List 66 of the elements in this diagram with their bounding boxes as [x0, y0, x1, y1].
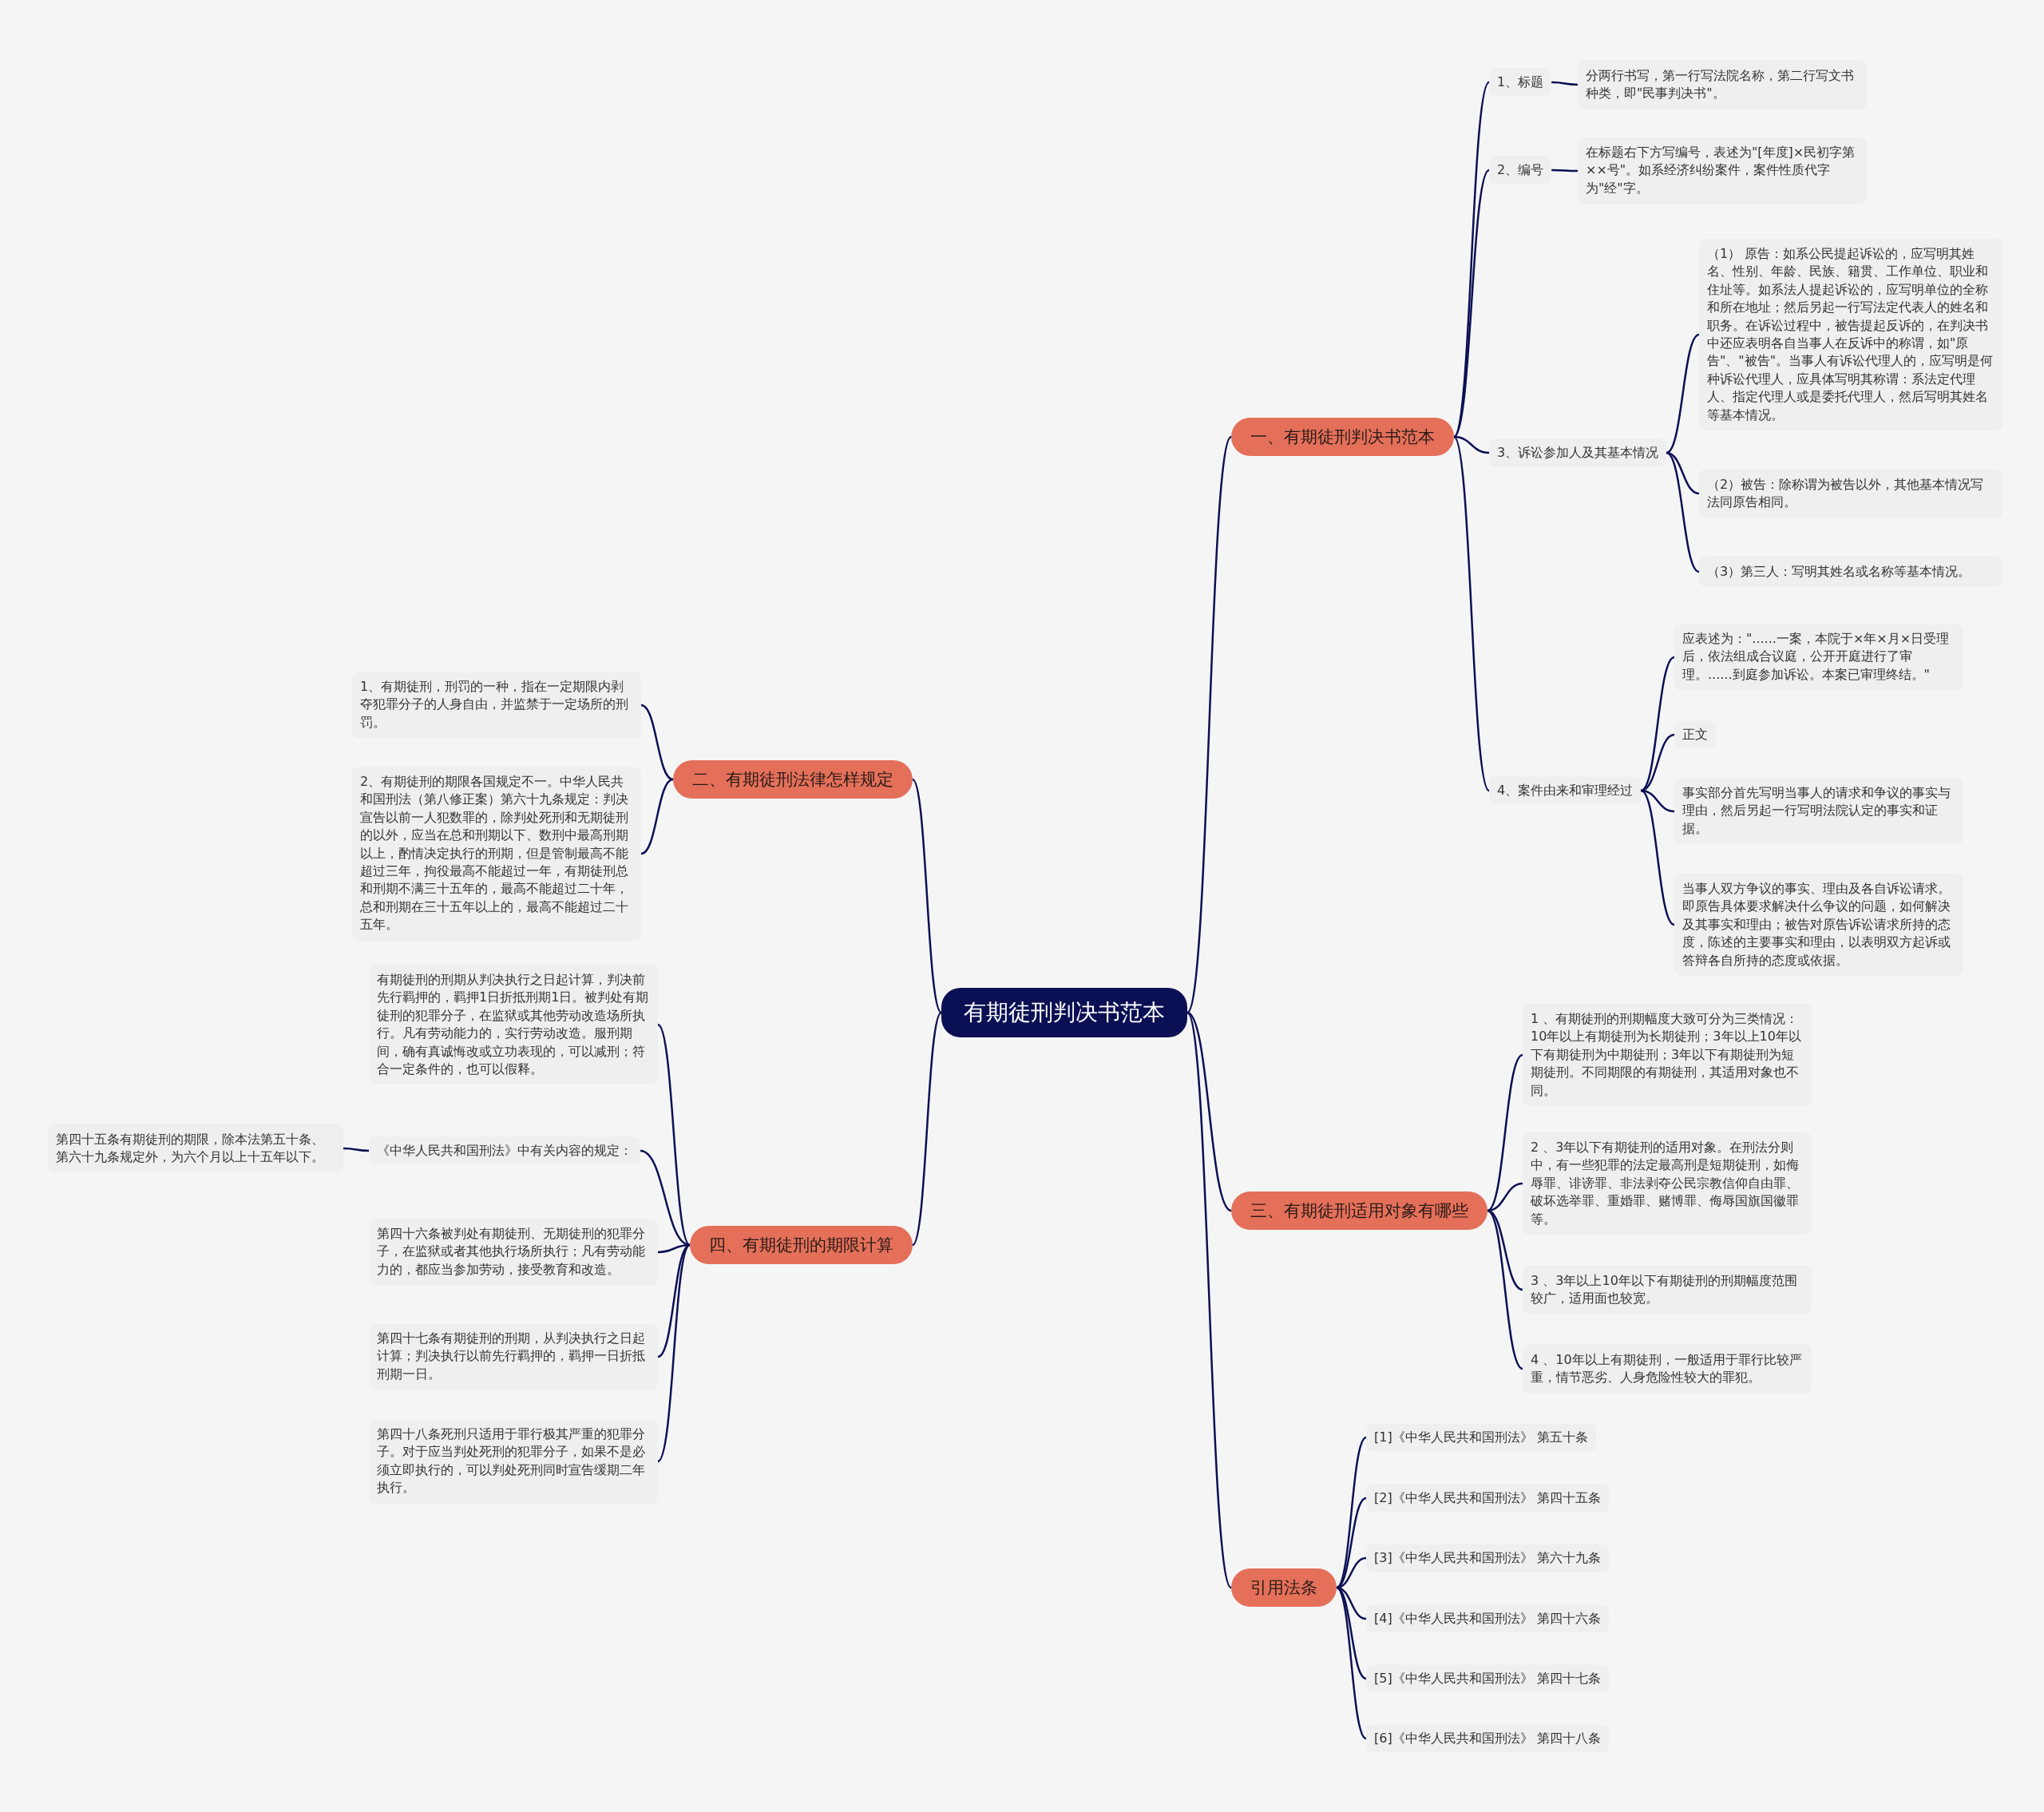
connector-line	[1186, 436, 1233, 1013]
branch-topic: 四、有期徒刑的期限计算	[690, 1226, 913, 1264]
note-text: 分两行书写，第一行写法院名称，第二行写文书种类，即"民事判决书"。	[1578, 60, 1867, 109]
connector-line	[1186, 1012, 1232, 1211]
connector-line	[1336, 1497, 1367, 1589]
connector-line	[1453, 435, 1490, 454]
note-text: 在标题右下方写编号，表述为"[年度]×民初字第××号"。如系经济纠纷案件，案件性质代字为"经"字。	[1578, 137, 1867, 204]
subtopic-label: 1、标题	[1489, 68, 1552, 97]
connector-line	[1336, 1556, 1367, 1589]
connector-line	[1452, 81, 1491, 438]
connector-line	[912, 1012, 942, 1246]
branch-topic: 二、有期徒刑法律怎样规定	[673, 760, 913, 799]
connector-line	[1336, 1587, 1367, 1739]
note-text: （3）第三人：写明其姓名或名称等基本情况。	[1699, 556, 2002, 588]
connector-line	[1452, 436, 1491, 791]
subtopic-label: 正文	[1674, 720, 1716, 749]
note-text: 4 、10年以上有期徒刑，一般适用于罪行比较严重，情节恶劣、人身危险性较大的罪犯。	[1523, 1344, 1812, 1394]
note-text: 第四十六条被判处有期徒刑、无期徒刑的犯罪分子，在监狱或者其他执行场所执行；凡有劳动能力的，都应当参加劳动，接受教育和改造。	[369, 1219, 658, 1286]
connector-line	[1336, 1437, 1367, 1588]
branch-topic: 三、有期徒刑适用对象有哪些	[1231, 1191, 1487, 1230]
connector-line	[1186, 1012, 1233, 1588]
note-text: 1、有期徒刑，刑罚的一种，指在一定期限内剥夺犯罪分子的人身自由，并监禁于一定场所的刑罚。	[352, 672, 641, 739]
subtopic-label: [2]《中华人民共和国刑法》 第四十五条	[1366, 1484, 1609, 1513]
subtopic-label: 《中华人民共和国刑法》中有关内容的规定：	[369, 1136, 640, 1165]
connector-line	[912, 779, 942, 1013]
connector-line	[1487, 1209, 1523, 1291]
branch-topic: 一、有期徒刑判决书范本	[1231, 418, 1454, 456]
subtopic-label: [6]《中华人民共和国刑法》 第四十八条	[1366, 1724, 1609, 1753]
note-text: 有期徒刑的刑期从判决执行之日起计算，判决前先行羁押的，羁押1日折抵刑期1日。被判处有期徒刑的犯罪分子，在监狱或其他劳动改造场所执行。凡有劳动能力的，实行劳动改造。服刑期间，确有真诚悔改或立功表现的，可以减刑；符合一定条件的，也可以假释。	[369, 964, 658, 1085]
note-text: 2、有期徒刑的期限各国规定不一。中华人民共和国刑法（第八修正案）第六十九条规定：判决宣告以前一人犯数罪的，除判处死刑和无期徒刑的以外，应当在总和刑期以下、数刑中最高刑期以上，酌情决定执行的刑期，但是管制最高不能超过三年，拘役最高不能超过一年，有期徒刑总和刑期不满三十五年的，最高不能超过二十年，总和刑期在三十五年以上的，最高不能超过二十五年。	[352, 767, 641, 941]
connector-line	[1336, 1586, 1367, 1680]
connector-line	[640, 778, 674, 855]
connector-line	[343, 1147, 370, 1152]
note-text: 第四十八条死刑只适用于罪行极其严重的犯罪分子。对于应当判处死刑的犯罪分子，如果不是必须立即执行的，可以判处死刑同时宣告缓期二年执行。	[369, 1419, 658, 1504]
note-text: 2 、3年以下有期徒刑的适用对象。在刑法分则中，有一些犯罪的法定最高刑是短期徒刑，如侮辱罪、诽谤罪、非法剥夺公民宗教信仰自由罪、破坏选举罪、重婚罪、赌博罪、侮辱国旗国徽罪等。	[1523, 1132, 1812, 1235]
connector-line	[657, 1244, 691, 1462]
note-text: 第四十七条有期徒刑的刑期，从判决执行之日起计算；判决执行以前先行羁押的，羁押一日折抵刑期一日。	[369, 1323, 658, 1390]
connector-line	[657, 1024, 691, 1246]
connector-line	[640, 704, 674, 781]
subtopic-label: [1]《中华人民共和国刑法》 第五十条	[1366, 1423, 1596, 1452]
note-text: 事实部分首先写明当事人的请求和争议的事实与理由，然后另起一行写明法院认定的事实和证据。	[1674, 778, 1963, 845]
central-topic: 有期徒刑判决书范本	[941, 988, 1187, 1037]
connector-line	[1551, 81, 1578, 86]
note-text: （1） 原告：如系公民提起诉讼的，应写明其姓名、性别、年龄、民族、籍贯、工作单位、职业和住址等。如系法人提起诉讼的，应写明单位的全称和所在地址；然后另起一行写法定代表人的姓名和职务。在诉讼过程中，被告提起反诉的，在判决书中还应表明各自当事人在反诉中的称谓，如"原告"、"被告"。当事人有诉讼代理人的，应写明是何种诉讼代理人，应具体写明其称谓：系法定代理人、指定代理人或是委托代理人，然后写明其姓名等基本情况。	[1699, 239, 2002, 430]
connector-line	[1551, 169, 1578, 172]
note-text: 应表述为："......一案，本院于×年×月×日受理后，依法组成合议庭，公开开庭进行了审理。......到庭参加诉讼。本案已审理终结。"	[1674, 624, 1963, 691]
note-text: 3 、3年以上10年以下有期徒刑的刑期幅度范围较广，适用面也较宽。	[1523, 1265, 1812, 1314]
connector-line	[1487, 1210, 1523, 1370]
connector-line	[1487, 1054, 1523, 1211]
note-text: 第四十五条有期徒刑的期限，除本法第五十条、第六十九条规定外，为六个月以上十五年以下。	[48, 1124, 343, 1173]
branch-topic: 引用法条	[1231, 1568, 1337, 1607]
subtopic-label: 4、案件由来和审理经过	[1489, 776, 1642, 805]
note-text: 1 、有期徒刑的刑期幅度大致可分为三类情况：10年以上有期徒刑为长期徒刑；3年以上10年以下有期徒刑为中期徒刑；3年以下有期徒刑为短期徒刑。不同期限的有期徒刑，其适用对象也不同。	[1523, 1004, 1812, 1106]
subtopic-label: [5]《中华人民共和国刑法》 第四十七条	[1366, 1664, 1609, 1693]
connector-line	[1640, 789, 1675, 926]
connector-line	[640, 1149, 691, 1247]
connector-line	[1666, 451, 1700, 573]
connector-line	[1453, 169, 1490, 438]
note-text: 当事人双方争议的事实、理由及各自诉讼请求。即原告具体要求解决什么争议的问题，如何解决及其事实和理由；被告对原告诉讼请求所持的态度，陈述的主要事实和理由，以表明双方起诉或答辩各自所持的态度或依据。	[1674, 874, 1963, 976]
note-text: （2）被告：除称谓为被告以外，其他基本情况写法同原告相同。	[1699, 469, 2002, 518]
connector-line	[1641, 789, 1675, 813]
connector-line	[1666, 333, 1700, 454]
subtopic-label: 3、诉讼参加人及其基本情况	[1489, 438, 1667, 467]
subtopic-label: [3]《中华人民共和国刑法》 第六十九条	[1366, 1544, 1609, 1572]
subtopic-label: 2、编号	[1489, 156, 1552, 184]
subtopic-label: [4]《中华人民共和国刑法》 第四十六条	[1366, 1604, 1609, 1633]
